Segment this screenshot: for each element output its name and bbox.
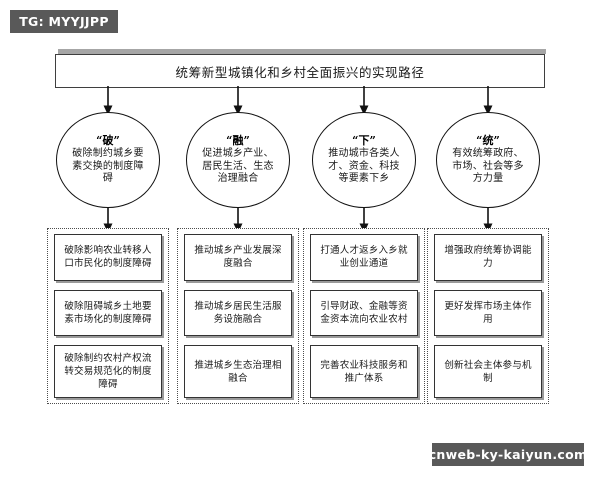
root-title-box: 统筹新型城镇化和乡村全面振兴的实现路径: [55, 54, 545, 88]
leaf-label: 推动城乡居民生活服务设施融合: [194, 300, 282, 325]
branch-group-rong: 推动城乡产业发展深度融合 推动城乡居民生活服务设施融合 推进城乡生态治理相融合: [177, 228, 299, 404]
leaf-label: 破除影响农业转移人口市民化的制度障碍: [64, 245, 152, 270]
branch-key-po: “破”: [96, 134, 120, 148]
leaf-box[interactable]: 推进城乡生态治理相融合: [184, 345, 292, 399]
branch-key-rong: “融”: [226, 134, 250, 148]
leaf-label: 推进城乡生态治理相融合: [194, 359, 282, 384]
leaf-box[interactable]: 完善农业科技服务和推广体系: [310, 345, 418, 399]
leaf-box[interactable]: 打通人才返乡入乡就业创业通道: [310, 234, 418, 281]
leaf-label: 创新社会主体参与机制: [444, 359, 532, 384]
leaf-label: 更好发挥市场主体作用: [444, 300, 532, 325]
leaf-box[interactable]: 推动城乡居民生活服务设施融合: [184, 289, 292, 337]
branch-node-tong[interactable]: “统” 有效统筹政府、市场、社会等多方力量: [436, 112, 540, 208]
leaf-box[interactable]: 推动城乡产业发展深度融合: [184, 234, 292, 281]
leaf-label: 打通人才返乡入乡就业创业通道: [320, 245, 408, 270]
leaf-box[interactable]: 引导财政、金融等资金资本流向农业农村: [310, 289, 418, 337]
leaf-box[interactable]: 破除阻碍城乡土地要素市场化的制度障碍: [54, 289, 162, 337]
branch-summary-rong: 促进城乡产业、居民生活、生态治理融合: [202, 148, 274, 185]
leaf-label: 破除阻碍城乡土地要素市场化的制度障碍: [64, 300, 152, 325]
leaf-box[interactable]: 更好发挥市场主体作用: [434, 289, 542, 337]
root-title-shadow: [58, 49, 546, 54]
branch-summary-xia: 推动城市各类人才、资金、科技等要素下乡: [328, 148, 400, 185]
leaf-label: 破除制约农村产权流转交易规范化的制度障碍: [64, 353, 152, 391]
page-title: 统筹新型城镇化和乡村全面振兴的实现路径: [175, 64, 425, 80]
branch-group-tong: 增强政府统筹协调能力 更好发挥市场主体作用 创新社会主体参与机制: [427, 228, 549, 404]
leaf-label: 推动城乡产业发展深度融合: [194, 245, 282, 270]
watermark-top-left: TG: MYYJJPP: [10, 10, 118, 33]
branch-key-xia: “下”: [352, 134, 376, 148]
leaf-box[interactable]: 破除影响农业转移人口市民化的制度障碍: [54, 234, 162, 281]
leaf-box[interactable]: 破除制约农村产权流转交易规范化的制度障碍: [54, 345, 162, 399]
branch-group-po: 破除影响农业转移人口市民化的制度障碍 破除阻碍城乡土地要素市场化的制度障碍 破除…: [47, 228, 169, 404]
branch-node-po[interactable]: “破” 破除制约城乡要素交换的制度障碍: [56, 112, 160, 208]
branch-key-tong: “统”: [476, 134, 500, 148]
branch-group-xia: 打通人才返乡入乡就业创业通道 引导财政、金融等资金资本流向农业农村 完善农业科技…: [303, 228, 425, 404]
branch-node-xia[interactable]: “下” 推动城市各类人才、资金、科技等要素下乡: [312, 112, 416, 208]
branch-summary-tong: 有效统筹政府、市场、社会等多方力量: [452, 148, 524, 185]
leaf-label: 增强政府统筹协调能力: [444, 245, 532, 270]
leaf-box[interactable]: 增强政府统筹协调能力: [434, 234, 542, 281]
branch-summary-po: 破除制约城乡要素交换的制度障碍: [72, 148, 144, 185]
watermark-bottom-right: cnweb-ky-kaiyun.com: [429, 443, 587, 466]
branch-node-rong[interactable]: “融” 促进城乡产业、居民生活、生态治理融合: [186, 112, 290, 208]
leaf-box[interactable]: 创新社会主体参与机制: [434, 345, 542, 399]
leaf-label: 完善农业科技服务和推广体系: [320, 359, 408, 384]
leaf-label: 引导财政、金融等资金资本流向农业农村: [320, 300, 408, 325]
